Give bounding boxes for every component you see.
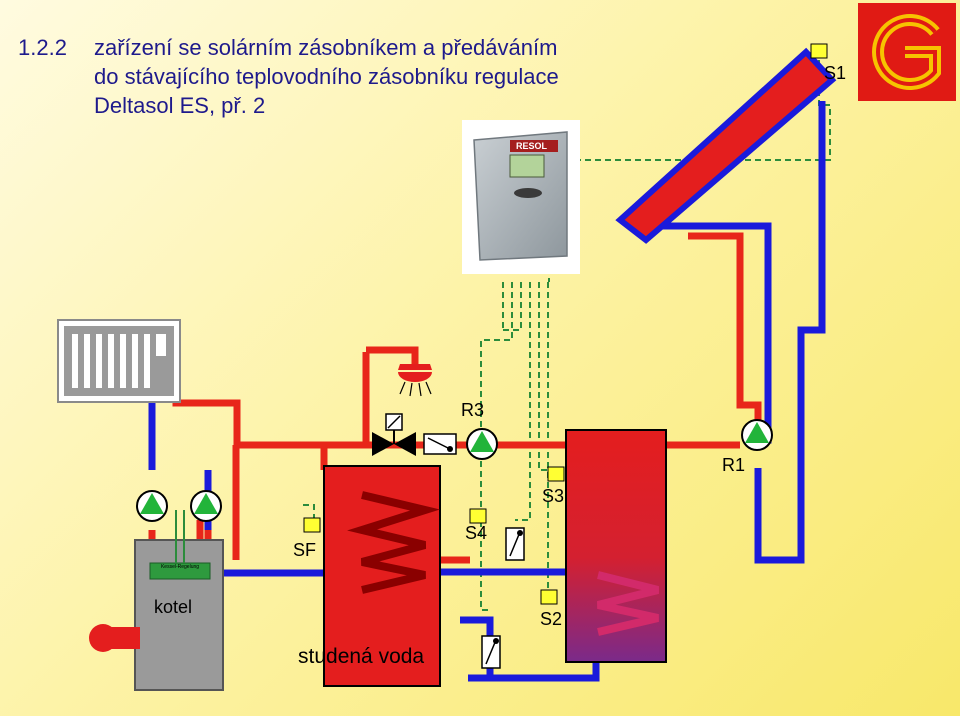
title-line-1: zařízení se solárním zásobníkem a předáv… [94, 35, 558, 60]
temperature-sensor-icon [810, 43, 828, 59]
boiler-control-label: Kessel-Regelung [160, 564, 200, 570]
sensor-label-s3: S3 [542, 486, 565, 506]
burner-icon [89, 624, 140, 652]
solar-tank [565, 429, 667, 663]
shower-icon [398, 364, 432, 397]
company-logo-icon [858, 3, 956, 101]
sensor-label-s4: S4 [465, 523, 488, 543]
check-valve-icon [505, 527, 525, 561]
temperature-sensor-icon [540, 589, 558, 605]
pump-r3-icon [466, 428, 498, 460]
temperature-sensor-icon [469, 508, 487, 524]
pump-icon [136, 490, 168, 522]
check-valve-icon [423, 433, 457, 455]
title-line-3: Deltasol ES, př. 2 [94, 93, 266, 118]
sensor-label-s2: S2 [540, 609, 563, 629]
cold-water-label: studená voda [298, 645, 425, 668]
temperature-sensor-icon [303, 517, 321, 533]
pump-label-r1: R1 [722, 455, 746, 475]
controller-brand: RESOL [516, 141, 548, 151]
boiler [134, 510, 224, 691]
hot-water-tank-1 [323, 465, 441, 687]
solar-collector-icon [615, 47, 837, 244]
pump-r1-icon [741, 419, 773, 451]
pump-label-r3: R3 [461, 400, 485, 420]
check-valve-icon [481, 635, 501, 669]
sensor-label-s1: S1 [824, 63, 847, 83]
temperature-sensor-icon [547, 466, 565, 482]
valve-icon [372, 413, 416, 456]
pump-icon [190, 490, 222, 522]
radiator-icon [57, 319, 181, 403]
controller-icon [462, 120, 580, 274]
hot-pipes [148, 232, 762, 564]
boiler-label: kotel [154, 597, 193, 617]
slide-number: 1.2.2 [18, 35, 67, 60]
title-line-2: do stávajícího teplovodního zásobníku re… [94, 64, 559, 89]
sensor-label-sf: SF [293, 540, 317, 560]
